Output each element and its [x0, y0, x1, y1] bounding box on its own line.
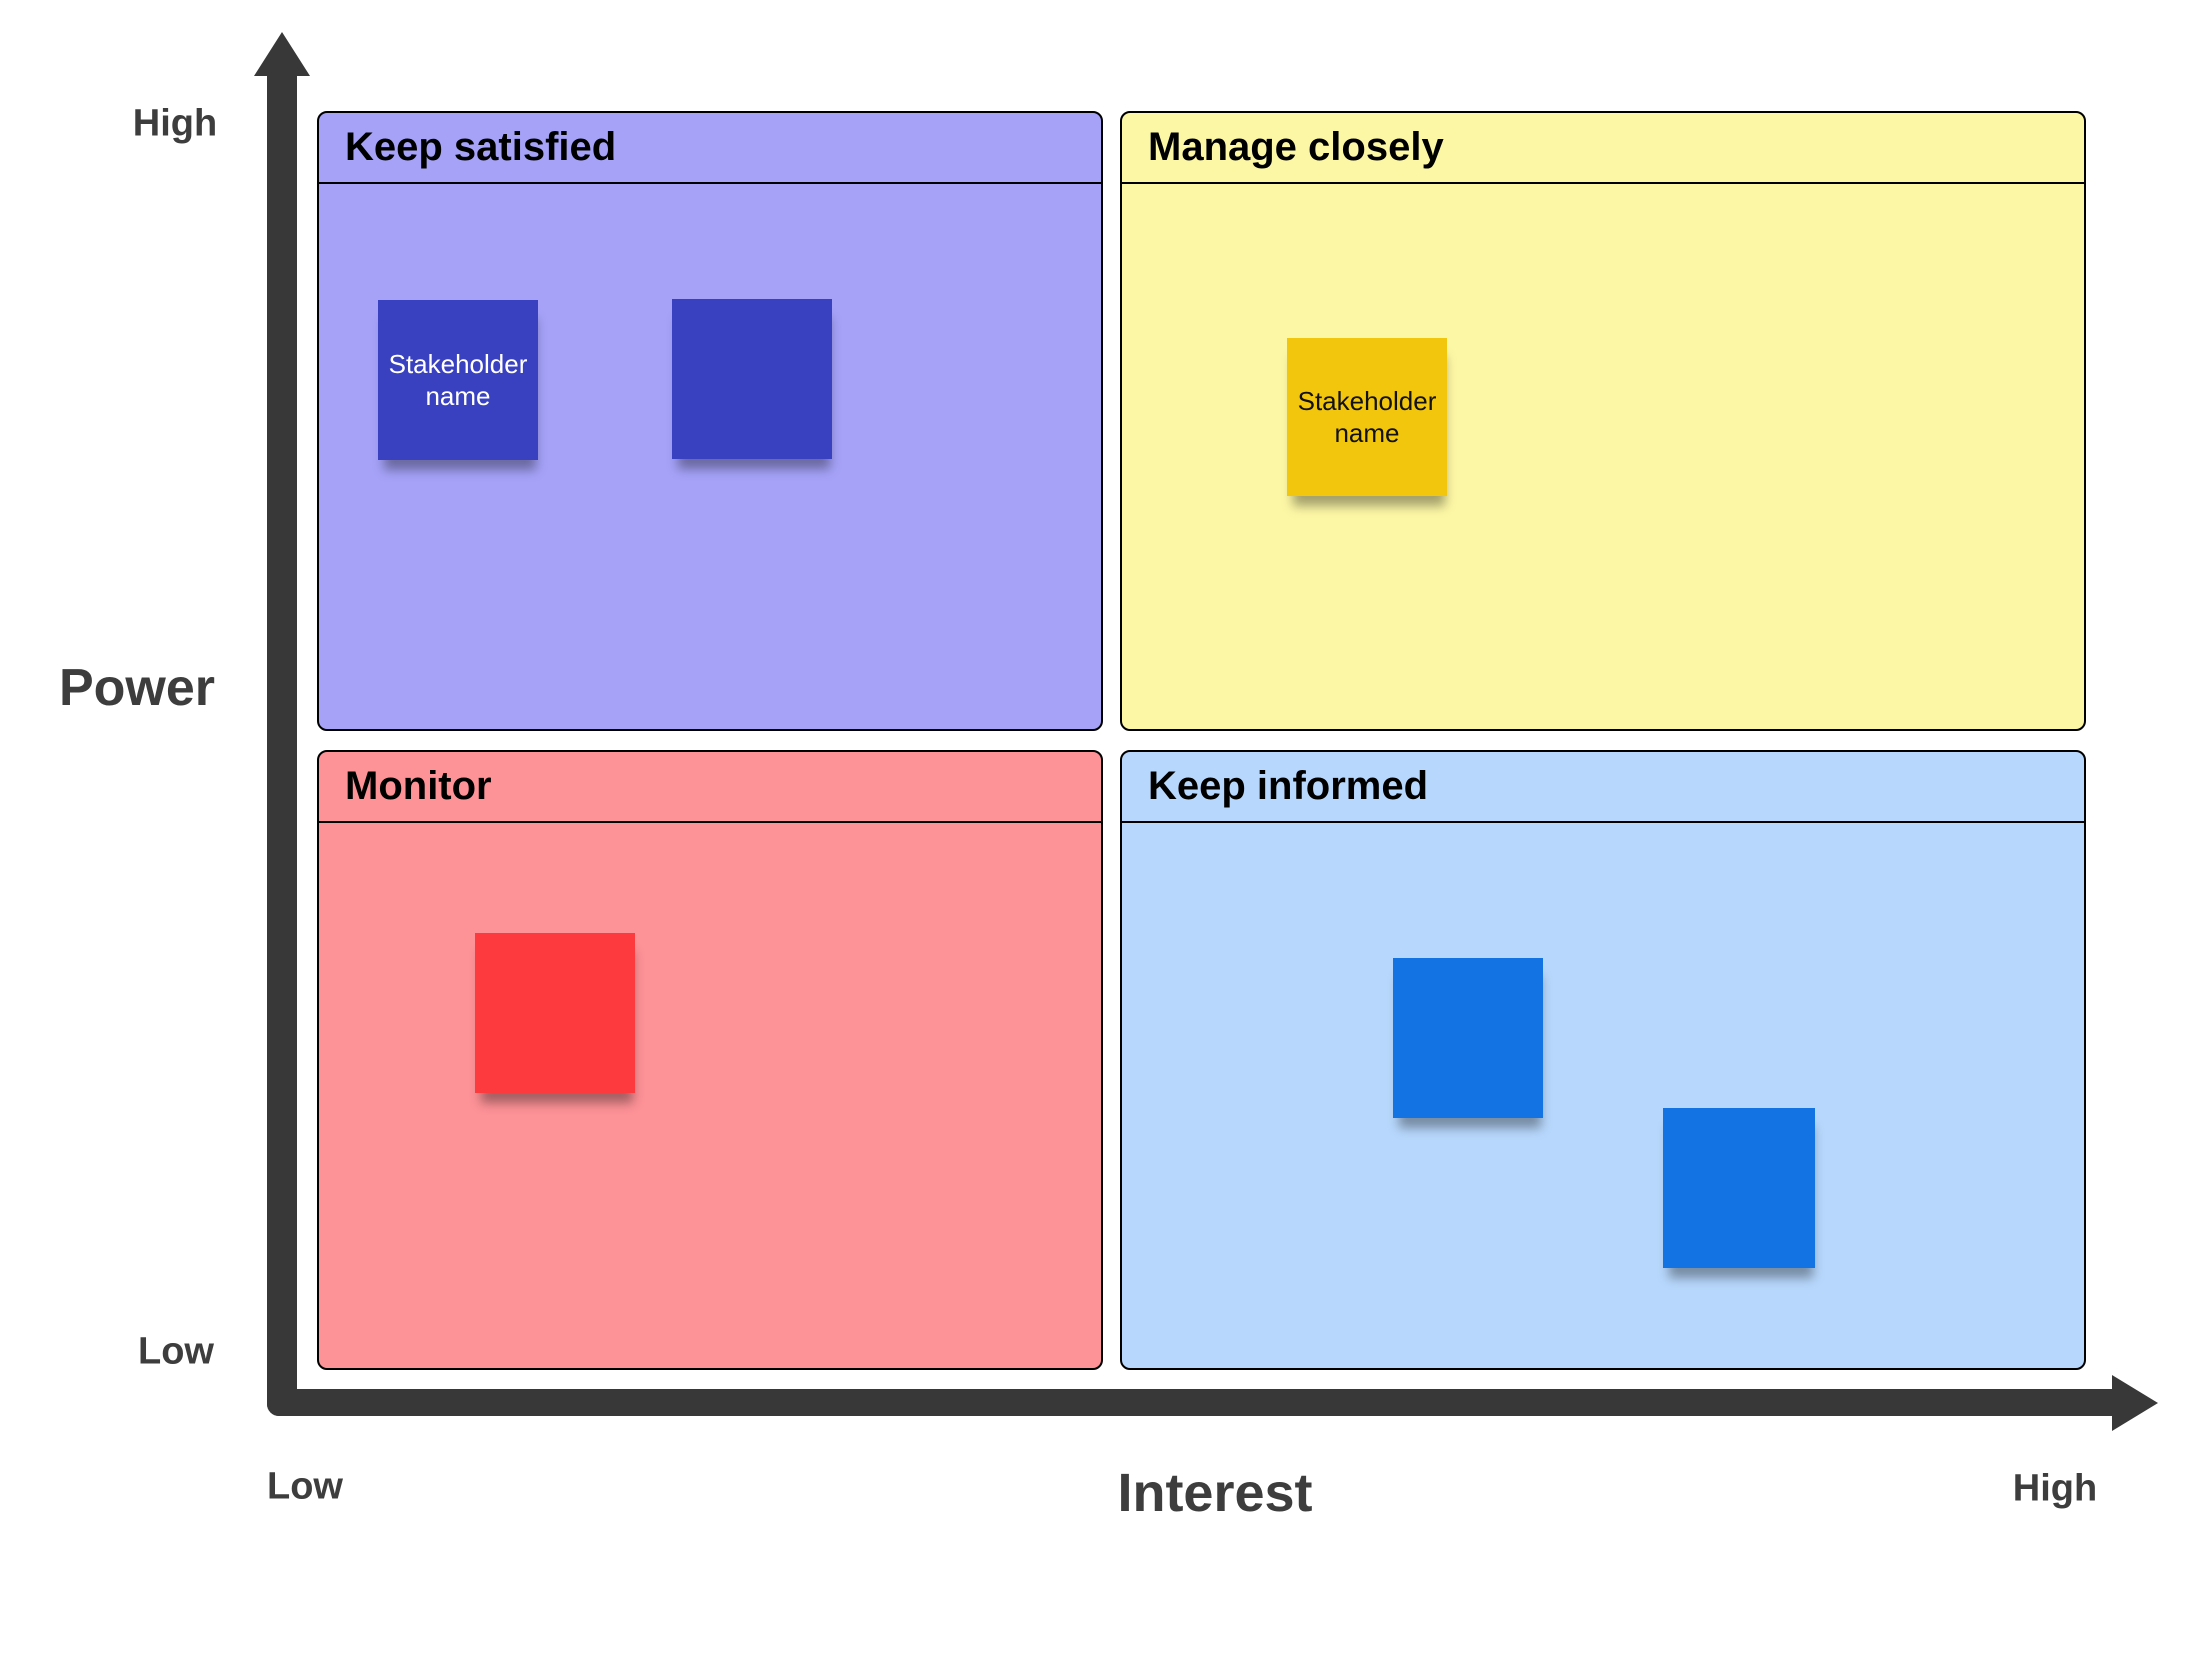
sticky-note[interactable]: [1393, 958, 1543, 1118]
y-axis-high-label: High: [132, 102, 218, 145]
quadrant-title: Keep satisfied: [345, 125, 617, 169]
sticky-note[interactable]: [672, 299, 832, 459]
quadrant-monitor-body: [319, 823, 1101, 1368]
quadrant-keep-satisfied-header: Keep satisfied: [319, 113, 1101, 184]
x-axis-high-label: High: [2012, 1467, 2098, 1510]
quadrant-title: Monitor: [345, 764, 492, 808]
quadrant-keep-informed-header: Keep informed: [1122, 752, 2084, 823]
x-axis-low-label: Low: [267, 1465, 343, 1508]
quadrant-manage-closely-header: Manage closely: [1122, 113, 2084, 184]
quadrant-manage-closely: Manage closely Stakeholder name: [1120, 111, 2086, 731]
quadrant-title: Manage closely: [1148, 125, 1444, 169]
quadrant-manage-closely-body: Stakeholder name: [1122, 184, 2084, 729]
quadrant-keep-informed-body: [1122, 823, 2084, 1368]
sticky-note[interactable]: [1663, 1108, 1815, 1268]
y-axis-low-label: Low: [138, 1330, 214, 1373]
up-arrowhead-icon: [254, 32, 310, 76]
sticky-note[interactable]: Stakeholder name: [378, 300, 538, 460]
x-axis-title: Interest: [1117, 1463, 1313, 1523]
y-axis-line: [267, 70, 297, 1416]
quadrant-keep-satisfied-body: Stakeholder name: [319, 184, 1101, 729]
sticky-note[interactable]: [475, 933, 635, 1093]
right-arrowhead-icon: [2112, 1375, 2158, 1431]
quadrant-keep-satisfied: Keep satisfied Stakeholder name: [317, 111, 1103, 731]
x-axis-line: [267, 1389, 2115, 1416]
quadrant-title: Keep informed: [1148, 764, 1429, 808]
quadrant-keep-informed: Keep informed: [1120, 750, 2086, 1370]
sticky-note[interactable]: Stakeholder name: [1287, 338, 1447, 496]
quadrant-monitor: Monitor: [317, 750, 1103, 1370]
quadrant-monitor-header: Monitor: [319, 752, 1101, 823]
y-axis-title: Power: [58, 659, 216, 717]
